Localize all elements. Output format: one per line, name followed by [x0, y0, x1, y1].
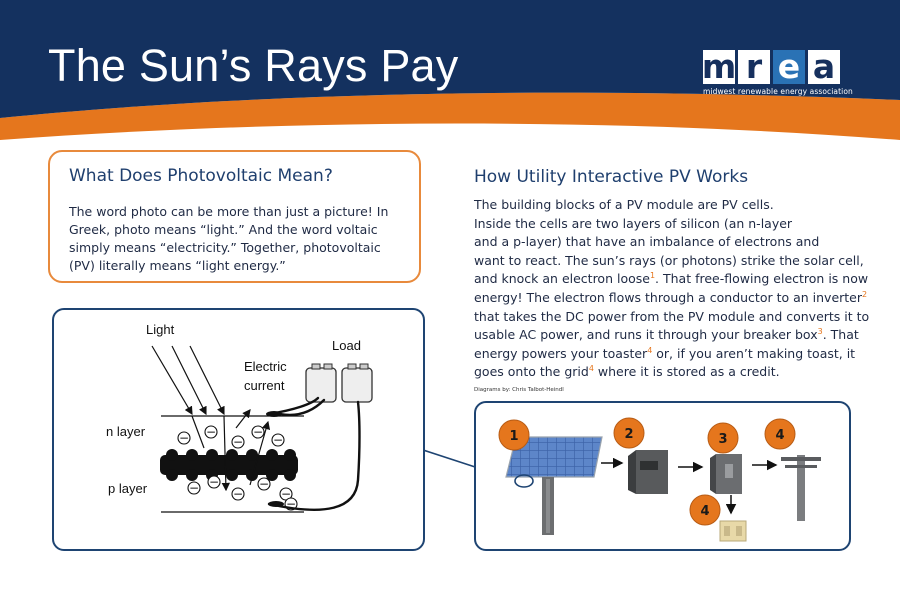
- outlet-icon: [719, 520, 747, 542]
- logo-letters: m r e a: [701, 47, 853, 86]
- step-badge-4-grid: 4: [764, 418, 796, 450]
- how-it-works-heading: How Utility Interactive PV Works: [474, 167, 749, 187]
- header-orange-swoosh: [0, 92, 900, 140]
- how-line: energy powers your toaster4 or, if you a…: [474, 345, 856, 361]
- step-badge-1: 1: [498, 419, 530, 451]
- flow-arrows: [601, 457, 778, 515]
- breaker-box-icon: [710, 454, 742, 494]
- how-line: and knock an electron loose1. That free-…: [474, 271, 869, 287]
- step-badge-2: 2: [613, 417, 645, 449]
- how-line: The building blocks of a PV module are P…: [474, 197, 774, 212]
- svg-text:1: 1: [509, 429, 518, 444]
- footnote-marker: 4: [647, 345, 653, 355]
- logo-tagline: midwest renewable energy association: [703, 87, 853, 96]
- footnote-marker: 1: [649, 271, 656, 281]
- logo-letter-e: e: [773, 50, 805, 84]
- how-line: want to react. The sun’s rays (or photon…: [474, 252, 864, 268]
- svg-text:2: 2: [624, 427, 633, 442]
- how-line: that takes the DC power from the PV modu…: [474, 308, 870, 324]
- utility-system-svg: 1 2 3 4 4: [498, 417, 821, 542]
- step-badge-3: 3: [707, 422, 739, 454]
- electron-icon: −: [207, 475, 221, 489]
- how-line: usable AC power, and runs it through you…: [474, 327, 859, 343]
- definition-heading: What Does Photovoltaic Mean?: [69, 166, 333, 186]
- n-layer-label: n layer: [106, 424, 146, 439]
- footnote-marker: 4: [588, 364, 594, 374]
- electron-icon: −: [257, 477, 271, 491]
- page-title: The Sun’s Rays Pay: [48, 40, 459, 91]
- electron-icon: −: [177, 431, 191, 445]
- header-navy-band: [0, 0, 900, 118]
- electric-label: Electric: [244, 359, 287, 374]
- how-line: Inside the cells are two layers of silic…: [474, 215, 793, 231]
- utility-system-diagram: 1 2 3 4 4: [474, 401, 851, 551]
- electron-icon: −: [271, 433, 285, 447]
- load-battery-icon: [305, 363, 373, 403]
- svg-text:−: −: [273, 433, 283, 447]
- definition-box: What Does Photovoltaic Mean? The word ph…: [48, 150, 421, 283]
- how-line: goes onto the grid4 where it is stored a…: [474, 364, 780, 380]
- electron-icon: −: [231, 435, 245, 449]
- footnote-marker: 3: [817, 327, 823, 336]
- electron-icon: −: [204, 425, 218, 439]
- how-it-works-text: The building blocks of a PV module are P…: [474, 196, 874, 382]
- pv-cell-svg: Light Load Electric current n layer p la…: [106, 322, 373, 513]
- light-rays: [151, 345, 271, 492]
- p-layer-label: p layer: [108, 481, 148, 496]
- svg-text:−: −: [281, 487, 291, 501]
- how-line: and a p-layer) that have an imbalance of…: [474, 234, 820, 250]
- current-label: current: [244, 378, 285, 393]
- logo-letter-m: m: [701, 47, 737, 86]
- svg-text:−: −: [233, 435, 243, 449]
- svg-text:−: −: [259, 477, 269, 491]
- diagram-credit: Diagrams by: Chris Talbot-Heindl: [474, 387, 564, 393]
- utility-pole-icon: [781, 455, 821, 521]
- svg-text:4: 4: [700, 504, 709, 519]
- load-label: Load: [332, 338, 361, 353]
- svg-text:−: −: [179, 431, 189, 445]
- step-badge-4-outlet: 4: [689, 494, 721, 526]
- logo-letter-a: a: [808, 50, 840, 84]
- cell-highlight: [514, 474, 534, 488]
- electron-icon: −: [231, 487, 245, 501]
- svg-text:−: −: [209, 475, 219, 489]
- svg-text:−: −: [233, 487, 243, 501]
- svg-text:−: −: [189, 481, 199, 495]
- definition-text: The word photo can be more than just a p…: [69, 204, 389, 273]
- inverter-icon: [628, 450, 668, 494]
- electron-icon: −: [187, 481, 201, 495]
- wire-contacts: [266, 411, 284, 507]
- pv-cell-diagram: Light Load Electric current n layer p la…: [52, 308, 425, 551]
- logo-letter-r: r: [738, 50, 770, 84]
- pn-junction-band: [160, 449, 298, 481]
- svg-text:3: 3: [718, 432, 727, 447]
- how-line: energy! The electron flows through a con…: [474, 289, 868, 305]
- electrons: − − − − − − − − − − −: [177, 425, 298, 511]
- svg-text:−: −: [253, 425, 263, 439]
- svg-text:−: −: [206, 425, 216, 439]
- svg-text:−: −: [286, 497, 296, 511]
- header-banner: [0, 0, 900, 140]
- mrea-logo: m r e a midwest renewable energy associa…: [701, 47, 853, 120]
- electron-icon: −: [251, 425, 265, 439]
- solar-panel-icon: [505, 436, 603, 535]
- light-label: Light: [146, 322, 175, 337]
- footnote-marker: 2: [862, 289, 868, 299]
- svg-text:4: 4: [775, 428, 784, 443]
